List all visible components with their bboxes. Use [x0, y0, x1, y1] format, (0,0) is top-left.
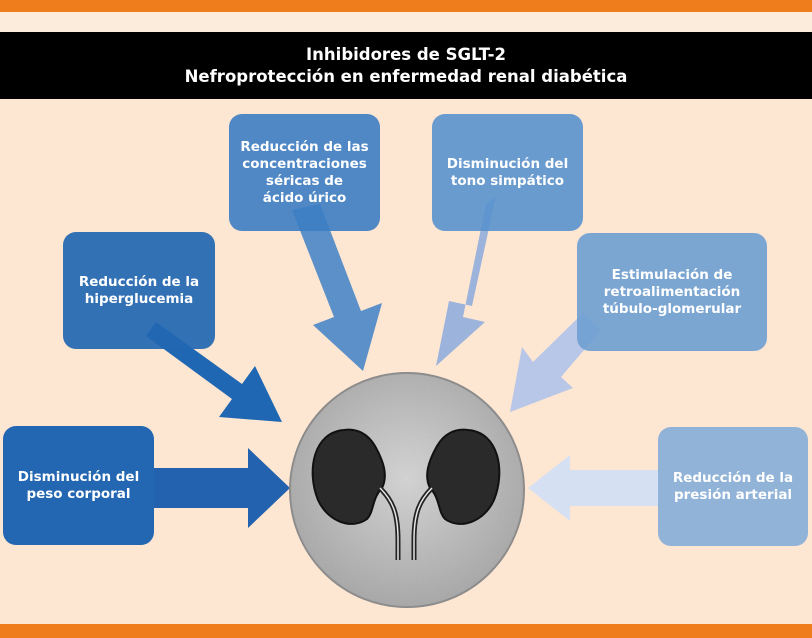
bottom-orange-bar: [0, 624, 812, 638]
title-line-2: Nefroprotección en enfermedad renal diab…: [184, 66, 628, 86]
kidneys-icon: [289, 372, 525, 608]
arrow-tono-simpatico: [436, 196, 496, 366]
box-peso-corporal: Disminución del peso corporal: [3, 426, 154, 545]
box-acido-urico-text: Reducción de las concentraciones séricas…: [240, 138, 369, 206]
box-tono-simpatico: Disminución del tono simpático: [432, 114, 583, 231]
box-tubulo-glomerular: Estimulación de retroalimentación túbulo…: [577, 233, 767, 351]
box-tubulo-glomerular-text: Estimulación de retroalimentación túbulo…: [602, 266, 742, 317]
box-tono-simpatico-text: Disminución del tono simpático: [446, 155, 569, 189]
top-orange-bar: [0, 0, 812, 12]
box-presion-arterial-text: Reducción de la presión arterial: [672, 469, 794, 503]
box-presion-arterial: Reducción de la presión arterial: [658, 427, 808, 546]
title-line-1: Inhibidores de SGLT-2: [306, 44, 506, 64]
box-acido-urico: Reducción de las concentraciones séricas…: [229, 114, 380, 231]
arrow-peso: [150, 448, 290, 528]
arrow-acido-urico: [292, 204, 382, 371]
box-peso-corporal-text: Disminución del peso corporal: [17, 468, 140, 502]
title-banner: Inhibidores de SGLT-2 Nefroprotección en…: [0, 32, 812, 99]
box-hiperglucemia: Reducción de la hiperglucemia: [63, 232, 215, 349]
arrow-presion: [528, 455, 660, 521]
box-hiperglucemia-text: Reducción de la hiperglucemia: [78, 273, 200, 307]
top-light-strip: [0, 12, 812, 32]
